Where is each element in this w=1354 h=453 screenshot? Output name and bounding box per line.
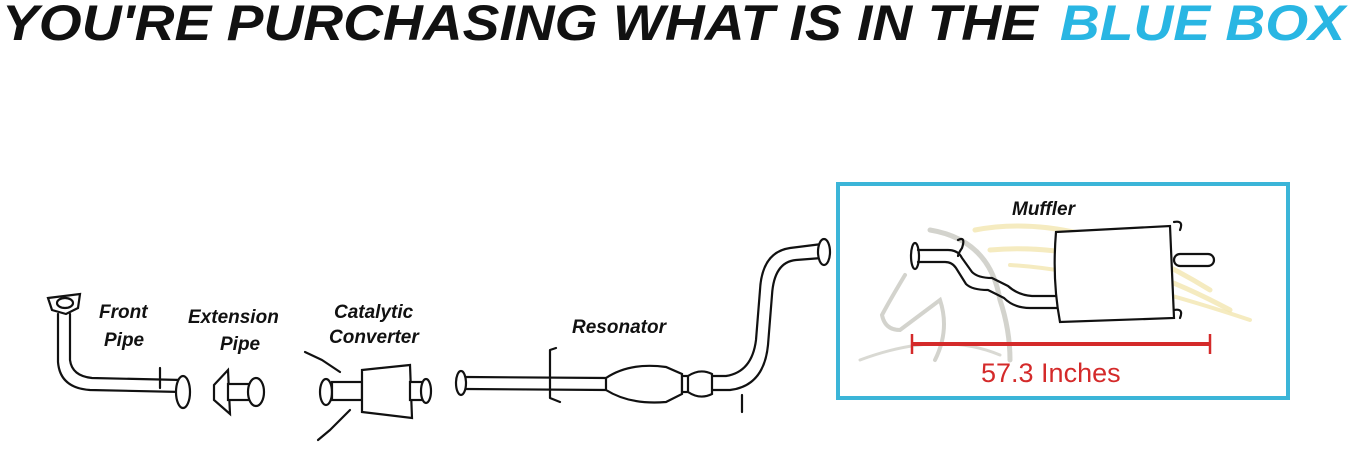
label-front-pipe-line1: Front bbox=[99, 302, 148, 323]
label-resonator: Resonator bbox=[572, 317, 668, 338]
extension-pipe-drawing bbox=[212, 367, 266, 417]
blue-box-frame bbox=[836, 182, 1290, 400]
front-pipe-drawing bbox=[46, 292, 192, 410]
catalytic-converter-drawing bbox=[303, 350, 433, 442]
measurement-label: 57.3 Inches bbox=[981, 358, 1121, 388]
title-highlight: BLUE BOX bbox=[1060, 0, 1348, 51]
page-title: YOU'RE PURCHASING WHAT IS IN THE BLUE BOX bbox=[2, 0, 1348, 51]
label-front-pipe-line2: Pipe bbox=[104, 330, 145, 351]
resonator-drawing bbox=[454, 237, 832, 414]
label-extension-pipe-line1: Extension bbox=[188, 307, 279, 328]
muffler-drawing bbox=[909, 220, 1216, 324]
label-catalytic-converter-line2: Converter bbox=[329, 327, 420, 348]
measurement-bar bbox=[910, 334, 1212, 354]
label-muffler: Muffler bbox=[1012, 199, 1077, 220]
title-main: YOU'RE PURCHASING WHAT IS IN THE bbox=[2, 0, 1040, 51]
label-extension-pipe-line2: Pipe bbox=[220, 334, 261, 355]
label-catalytic-converter-line1: Catalytic bbox=[334, 302, 414, 323]
